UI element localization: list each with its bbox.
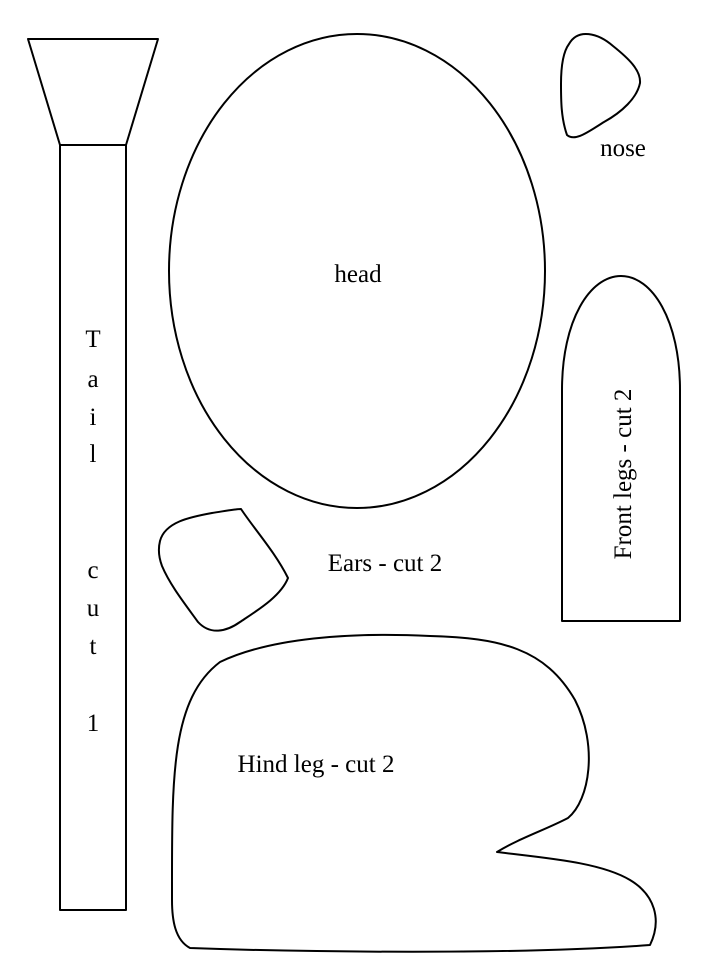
head-outline	[168, 33, 546, 509]
head-label: head	[334, 261, 382, 288]
front-legs-label: Front legs - cut 2	[610, 389, 637, 560]
ears-outline	[157, 508, 289, 632]
ears-label: Ears - cut 2	[328, 550, 443, 577]
tail-label-letter-6: u	[87, 595, 100, 622]
tail-label-letter-1: T	[85, 326, 100, 353]
front-legs-piece: Front legs - cut 2	[561, 275, 681, 622]
tail-label-letter-2: a	[87, 366, 98, 393]
head-piece: head	[168, 33, 546, 509]
tail-strip	[59, 144, 127, 911]
tail-top-flare	[27, 38, 159, 146]
nose-piece: nose	[560, 33, 646, 162]
hind-leg-piece: Hind leg - cut 2	[170, 633, 657, 953]
tail-label-letter-7: t	[90, 633, 97, 660]
hind-leg-outline	[170, 633, 657, 953]
tail-label-letter-4: l	[90, 441, 97, 468]
nose-label: nose	[600, 135, 646, 162]
front-legs-outline	[561, 275, 681, 622]
ears-piece: Ears - cut 2	[157, 508, 443, 632]
tail-label-letter-3: i	[90, 404, 97, 431]
tail-label-letter-5: c	[87, 557, 98, 584]
nose-outline	[560, 33, 642, 139]
tail-label-letter-8: 1	[87, 710, 100, 737]
hind-leg-label: Hind leg - cut 2	[238, 751, 395, 778]
tail-piece: T a i l c u t 1	[27, 38, 159, 911]
